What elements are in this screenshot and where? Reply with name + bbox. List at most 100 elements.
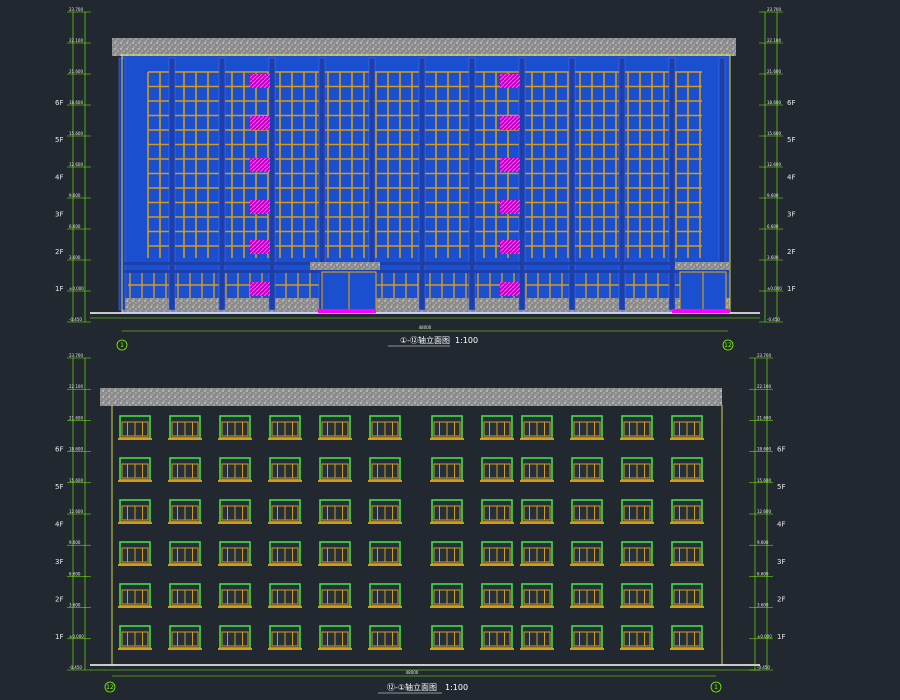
- window-sill: [670, 648, 704, 650]
- structural-column: [568, 57, 576, 311]
- window-sill: [480, 606, 514, 608]
- floor-label-left: 1F: [55, 285, 63, 293]
- window-sill: [480, 522, 514, 524]
- louvre-panel: [250, 240, 270, 254]
- drawing-scale: 1:100: [445, 683, 468, 692]
- structural-column: [468, 57, 476, 311]
- level-elevation-left: 12.600: [69, 509, 83, 514]
- louvre-panel: [250, 200, 270, 214]
- window-sill: [318, 438, 352, 440]
- window-sill: [570, 438, 604, 440]
- structural-column: [268, 57, 276, 311]
- overall-dimension-text: 48000: [419, 325, 432, 330]
- window-sill: [268, 480, 302, 482]
- window-sill: [368, 438, 402, 440]
- window-sill: [520, 438, 554, 440]
- axis-label-right: 12: [724, 342, 732, 349]
- level-elevation-right: 22.100: [767, 38, 781, 43]
- window-sill: [368, 480, 402, 482]
- drawing-title: ⑫-①轴立面图: [387, 682, 437, 692]
- floor-label-right: 1F: [787, 285, 795, 293]
- louvre-panel: [250, 74, 270, 88]
- drawing-title: ①-⑫轴立面图: [400, 335, 450, 345]
- floor-band: [122, 270, 730, 273]
- floor-label-left: 3F: [55, 211, 63, 219]
- window-sill: [570, 480, 604, 482]
- window-sill: [430, 522, 464, 524]
- window-sill: [368, 606, 402, 608]
- window-sill: [520, 606, 554, 608]
- parapet-band: [112, 38, 736, 56]
- window-sill: [218, 480, 252, 482]
- floor-label-left: 4F: [55, 173, 63, 181]
- floor-label-right: 5F: [787, 136, 795, 144]
- window-sill: [268, 438, 302, 440]
- level-elevation-right: 22.100: [757, 384, 771, 389]
- floor-label-right: 2F: [777, 595, 785, 603]
- level-elevation-left: 3.600: [69, 603, 81, 608]
- floor-label-right: 1F: [777, 633, 785, 641]
- window-sill: [168, 648, 202, 650]
- level-elevation-left: 12.600: [69, 162, 83, 167]
- window-sill: [218, 606, 252, 608]
- window-sill: [118, 438, 152, 440]
- floor-label-right: 3F: [777, 558, 785, 566]
- window-sill: [670, 522, 704, 524]
- level-elevation-right: ±0.000: [757, 634, 772, 639]
- window-sill: [218, 522, 252, 524]
- window-sill: [520, 648, 554, 650]
- structural-column: [418, 57, 426, 311]
- window-sill: [480, 480, 514, 482]
- window-sill: [318, 480, 352, 482]
- level-elevation-right: 15.600: [757, 478, 771, 483]
- window-sill: [218, 648, 252, 650]
- level-elevation-right: 6.600: [757, 571, 769, 576]
- window-sill: [520, 564, 554, 566]
- window-sill: [480, 648, 514, 650]
- louvre-panel: [500, 240, 520, 254]
- window-sill: [430, 564, 464, 566]
- floor-label-right: 4F: [787, 173, 795, 181]
- floor-label-left: 2F: [55, 248, 63, 256]
- window-sill: [218, 438, 252, 440]
- floor-label-left: 4F: [55, 520, 63, 528]
- level-elevation-left: 15.600: [69, 131, 83, 136]
- level-elevation-right: -0.450: [757, 665, 770, 670]
- window-sill: [268, 564, 302, 566]
- level-elevation-right: 3.600: [757, 603, 769, 608]
- window-sill: [168, 606, 202, 608]
- floor-label-left: 5F: [55, 483, 63, 491]
- structural-column: [618, 57, 626, 311]
- floor-label-right: 4F: [777, 520, 785, 528]
- window-sill: [368, 564, 402, 566]
- entrance-canopy-left: [310, 262, 380, 270]
- window-sill: [368, 522, 402, 524]
- structural-column: [218, 57, 226, 311]
- floor-label-right: 3F: [787, 211, 795, 219]
- window-sill: [430, 480, 464, 482]
- level-elevation-right: ±0.000: [767, 286, 782, 291]
- window-sill: [670, 480, 704, 482]
- floor-label-left: 1F: [55, 633, 63, 641]
- window-sill: [570, 522, 604, 524]
- window-sill: [620, 480, 654, 482]
- window-sill: [670, 606, 704, 608]
- window-sill: [570, 564, 604, 566]
- level-elevation-left: 21.600: [69, 69, 83, 74]
- window-sill: [570, 648, 604, 650]
- level-elevation-right: 12.600: [757, 509, 771, 514]
- window-sill: [368, 648, 402, 650]
- level-elevation-right: 15.600: [767, 131, 781, 136]
- level-elevation-right: 18.600: [767, 100, 781, 105]
- parapet-band: [100, 388, 722, 406]
- window-sill: [318, 606, 352, 608]
- window-sill: [430, 648, 464, 650]
- floor-label-right: 2F: [787, 248, 795, 256]
- floor-label-left: 2F: [55, 595, 63, 603]
- floor-label-right: 6F: [777, 446, 785, 454]
- window-sill: [318, 564, 352, 566]
- overall-dimension-text: 48000: [406, 670, 419, 675]
- window-sill: [118, 522, 152, 524]
